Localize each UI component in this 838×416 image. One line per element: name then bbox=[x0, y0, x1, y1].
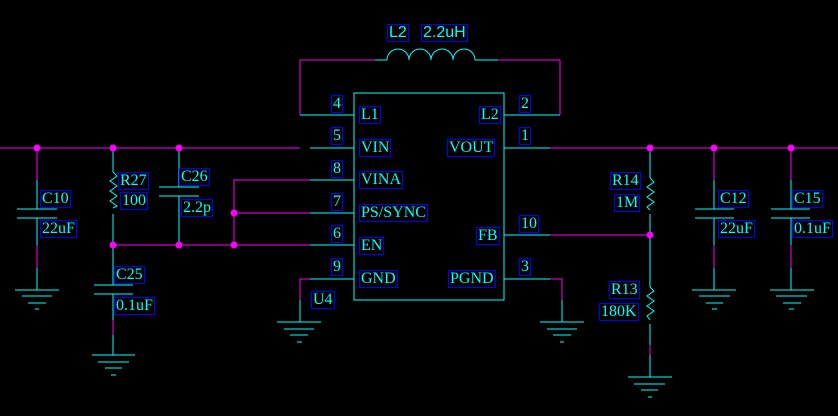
r27-ref-label: R27 bbox=[118, 172, 149, 190]
r14-resistor-symbol bbox=[646, 148, 655, 235]
c10-ref-label: C10 bbox=[40, 190, 71, 208]
pin-number: 7 bbox=[331, 193, 343, 211]
junction-dot bbox=[710, 144, 718, 152]
c25-ref-label: C25 bbox=[114, 266, 145, 284]
junction-dot bbox=[175, 241, 183, 249]
r13-resistor-symbol bbox=[646, 235, 655, 345]
c12-ref-label: C12 bbox=[718, 190, 749, 208]
pin-name: EN bbox=[359, 237, 385, 255]
ic-ref-label: U4 bbox=[311, 291, 335, 309]
inductor-ref-label: L2 bbox=[387, 24, 409, 42]
r27-resistor-symbol bbox=[109, 148, 118, 245]
pin-number: 8 bbox=[331, 160, 343, 178]
c12-ground-icon bbox=[692, 268, 736, 310]
r14-value-label: 1M bbox=[614, 194, 641, 212]
vina-wire bbox=[233, 179, 310, 245]
junction-dot bbox=[787, 144, 795, 152]
junction-dot bbox=[33, 144, 41, 152]
pin-name: FB bbox=[476, 227, 500, 245]
inductor-symbol bbox=[375, 48, 498, 61]
c25-capacitor-symbol bbox=[94, 245, 133, 320]
c15-value-label: 0.1uF bbox=[792, 220, 833, 238]
pin-name: L1 bbox=[359, 106, 381, 124]
pin-number: 3 bbox=[519, 258, 531, 276]
junction-dot bbox=[175, 144, 183, 152]
pin-name: GND bbox=[359, 270, 398, 288]
pin-name: VINA bbox=[359, 171, 403, 189]
ic-pgnd-ground-icon bbox=[540, 300, 584, 343]
c25-ground-icon bbox=[92, 335, 135, 376]
inductor-value-label: 2.2uH bbox=[421, 24, 468, 42]
c26-ref-label: C26 bbox=[179, 168, 210, 186]
r13-value-label: 180K bbox=[599, 303, 639, 321]
junction-dot bbox=[646, 144, 654, 152]
pin-name: VIN bbox=[359, 139, 392, 157]
c26-value-label: 2.2p bbox=[181, 199, 213, 217]
c26-capacitor-symbol bbox=[159, 148, 199, 245]
pin-number: 9 bbox=[331, 258, 343, 276]
r27-value-label: 100 bbox=[120, 192, 148, 210]
junction-dot bbox=[109, 241, 117, 249]
c10-ground-icon bbox=[15, 268, 59, 310]
pin-number: 6 bbox=[331, 225, 343, 243]
gnd-pin-wire bbox=[299, 278, 310, 300]
junction-dot bbox=[646, 231, 654, 239]
pin-name: PS/SYNC bbox=[359, 204, 428, 222]
r13-ground-icon bbox=[628, 355, 672, 398]
ic-body bbox=[353, 92, 505, 301]
c10-value-label: 22uF bbox=[40, 220, 77, 238]
c12-value-label: 22uF bbox=[718, 220, 755, 238]
c12-capacitor-symbol bbox=[695, 180, 734, 245]
c10-capacitor-symbol bbox=[17, 180, 57, 245]
junction-dot bbox=[109, 144, 117, 152]
inductor-left-wire bbox=[299, 59, 375, 115]
r13-ref-label: R13 bbox=[609, 281, 640, 299]
pin-number: 5 bbox=[331, 127, 343, 145]
junction-dot bbox=[230, 209, 238, 217]
junction-dot bbox=[230, 241, 238, 249]
c15-ref-label: C15 bbox=[792, 190, 823, 208]
pin-number: 2 bbox=[519, 95, 531, 113]
ic-gnd-ground-icon bbox=[277, 300, 321, 343]
pin-number: 1 bbox=[519, 127, 531, 145]
c25-value-label: 0.1uF bbox=[114, 297, 155, 315]
pin-number: 4 bbox=[331, 95, 343, 113]
pgnd-pin-wire bbox=[550, 278, 563, 300]
c15-capacitor-symbol bbox=[771, 180, 810, 245]
pin-name: PGND bbox=[448, 270, 496, 288]
c15-ground-icon bbox=[770, 268, 814, 310]
inductor-right-wire bbox=[498, 59, 561, 115]
pin-number: 10 bbox=[519, 215, 539, 233]
r14-ref-label: R14 bbox=[610, 172, 641, 190]
pin-name: VOUT bbox=[447, 139, 496, 157]
pin-name: L2 bbox=[479, 106, 501, 124]
